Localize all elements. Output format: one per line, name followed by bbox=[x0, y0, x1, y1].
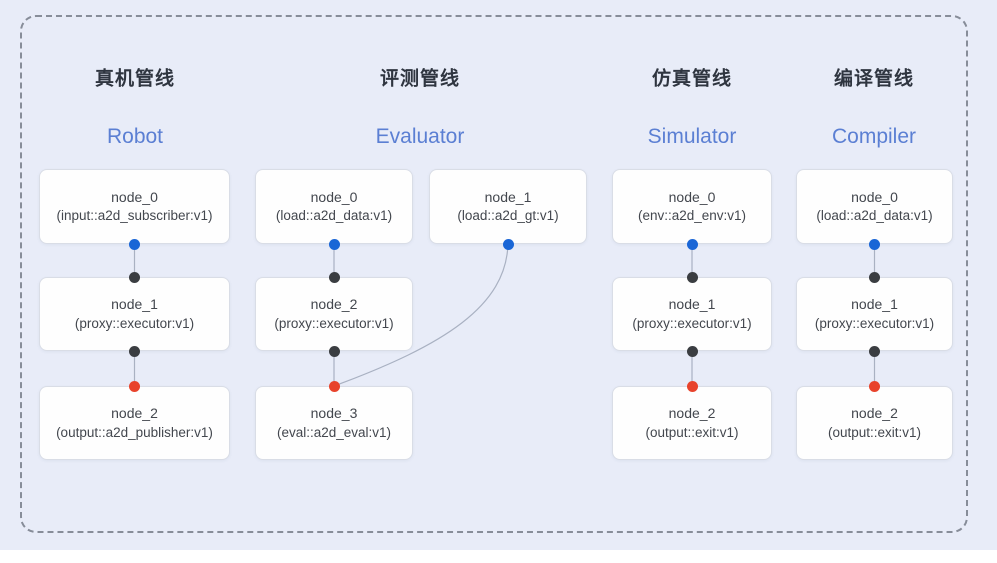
robot-node_0-port-bottom-blue bbox=[129, 238, 140, 250]
compiler-node_0-box: node_0(load::a2d_data:v1) bbox=[796, 169, 953, 244]
node-detail: (input::a2d_subscriber:v1) bbox=[56, 208, 213, 224]
node-detail: (output::exit:v1) bbox=[827, 424, 922, 440]
node-label: node_2 bbox=[310, 296, 358, 312]
node-label: node_1 bbox=[851, 296, 898, 312]
pipeline-subtitle-compiler: Compiler bbox=[831, 125, 917, 148]
simulator-node_0-box: node_0(env::a2d_env:v1) bbox=[612, 169, 772, 244]
pipeline-title-robot: 真机管线 bbox=[94, 68, 176, 90]
node-label: node_0 bbox=[310, 188, 358, 205]
pipeline-title-compiler: 编译管线 bbox=[833, 68, 915, 90]
node-label: node_2 bbox=[851, 405, 898, 421]
evaluator-node_2-box: node_2(proxy::executor:v1) bbox=[255, 277, 413, 351]
evaluator-node_2-port-top-dark bbox=[328, 271, 340, 283]
simulator-node_1-port-top-dark bbox=[686, 271, 698, 283]
node-label: node_3 bbox=[310, 405, 358, 421]
evaluator-node_3-box: node_3(eval::a2d_eval:v1) bbox=[255, 386, 413, 460]
robot-node_1-box: node_1(proxy::executor:v1) bbox=[39, 277, 230, 351]
simulator-node_2-port-top-red bbox=[686, 380, 698, 392]
node-detail: (output::exit:v1) bbox=[645, 424, 739, 440]
simulator-node_2-box: node_2(output::exit:v1) bbox=[612, 386, 772, 460]
evaluator-node_0-box: node_0(load::a2d_data:v1) bbox=[255, 169, 413, 244]
robot-node_2-port-top-red bbox=[129, 380, 140, 392]
robot-node_1-port-top-dark bbox=[129, 271, 140, 283]
node-detail: (load::a2d_data:v1) bbox=[275, 208, 393, 224]
node-label: node_1 bbox=[668, 296, 716, 312]
node-detail: (proxy::executor:v1) bbox=[632, 315, 752, 331]
robot-node_2-box: node_2(output::a2d_publisher:v1) bbox=[39, 386, 230, 460]
node-detail: (proxy::executor:v1) bbox=[814, 315, 935, 331]
robot-node_1-port-bottom-dark bbox=[129, 345, 140, 357]
evaluator-node_1-port-bottom-blue bbox=[502, 238, 514, 250]
node-detail: (load::a2d_gt:v1) bbox=[457, 208, 559, 224]
pipeline-title-evaluator: 评测管线 bbox=[379, 68, 461, 90]
pipeline-subtitle-evaluator: Evaluator bbox=[375, 125, 465, 148]
node-detail: (load::a2d_data:v1) bbox=[816, 208, 933, 224]
evaluator-node_0-port-bottom-blue bbox=[328, 238, 340, 250]
node-detail: (env::a2d_env:v1) bbox=[637, 208, 747, 224]
compiler-node_2-port-top-red bbox=[869, 380, 880, 392]
compiler-node_1-port-bottom-dark bbox=[869, 345, 880, 357]
pipeline-subtitle-simulator: Simulator bbox=[647, 125, 737, 148]
compiler-node_1-port-top-dark bbox=[869, 271, 880, 283]
node-detail: (output::a2d_publisher:v1) bbox=[56, 424, 213, 440]
node-label: node_2 bbox=[668, 405, 716, 421]
simulator-node_0-port-bottom-blue bbox=[686, 238, 698, 250]
dashed-border-frame bbox=[20, 15, 968, 533]
pipeline-subtitle-robot: Robot bbox=[106, 125, 164, 148]
node-label: node_0 bbox=[668, 188, 716, 205]
evaluator-node_1-box: node_1(load::a2d_gt:v1) bbox=[429, 169, 587, 244]
node-detail: (eval::a2d_eval:v1) bbox=[276, 424, 392, 440]
node-label: node_1 bbox=[484, 188, 532, 205]
node-label: node_2 bbox=[111, 405, 158, 421]
compiler-node_2-box: node_2(output::exit:v1) bbox=[796, 386, 953, 460]
simulator-node_1-port-bottom-dark bbox=[686, 345, 698, 357]
node-detail: (proxy::executor:v1) bbox=[74, 315, 195, 331]
compiler-node_0-port-bottom-blue bbox=[869, 238, 880, 250]
node-detail: (proxy::executor:v1) bbox=[274, 315, 394, 331]
node-label: node_1 bbox=[111, 296, 158, 312]
compiler-node_1-box: node_1(proxy::executor:v1) bbox=[796, 277, 953, 351]
evaluator-node_2-port-bottom-dark bbox=[328, 345, 340, 357]
robot-node_0-box: node_0(input::a2d_subscriber:v1) bbox=[39, 169, 230, 244]
pipeline-title-simulator: 仿真管线 bbox=[651, 68, 733, 90]
node-label: node_0 bbox=[851, 188, 898, 205]
evaluator-node_3-port-top-red bbox=[328, 380, 340, 392]
simulator-node_1-box: node_1(proxy::executor:v1) bbox=[612, 277, 772, 351]
node-label: node_0 bbox=[111, 188, 158, 205]
edge-evaluator-node_1-to-node_3 bbox=[333, 243, 509, 387]
